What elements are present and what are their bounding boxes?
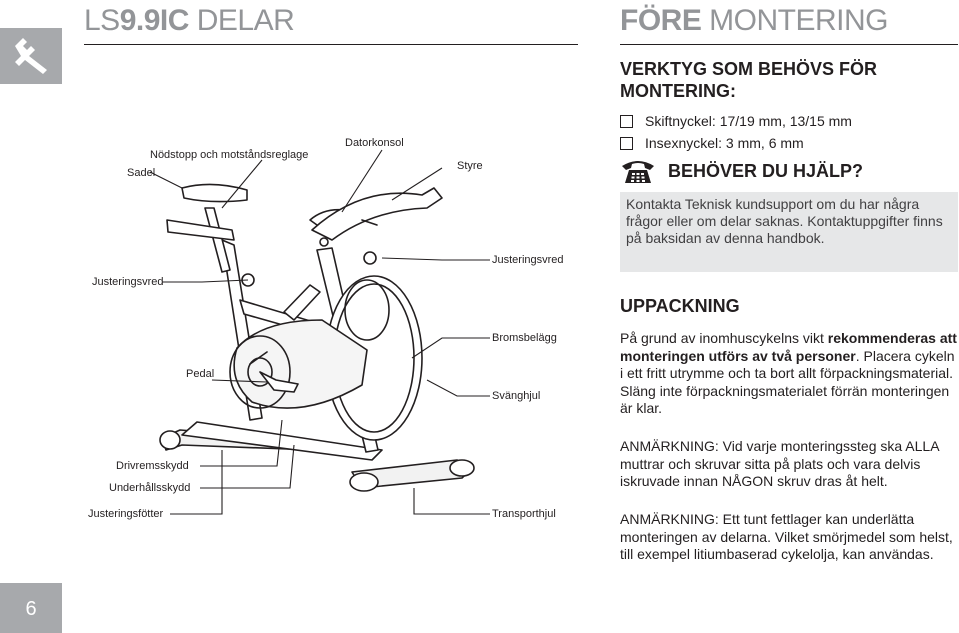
label-bromsbelagg: Bromsbelägg bbox=[492, 332, 557, 344]
unpacking-paragraph: På grund av inomhuscykelns vikt rekommen… bbox=[620, 330, 957, 416]
label-styre: Styre bbox=[457, 160, 483, 172]
heading-rule-right bbox=[620, 44, 958, 45]
label-justeringsfotter: Justeringsfötter bbox=[88, 508, 164, 520]
label-datorkonsol: Datorkonsol bbox=[345, 137, 404, 149]
help-title: BEHÖVER DU HJÄLP? bbox=[668, 160, 864, 181]
note-paragraph-1: ANMÄRKNING: Vid varje monteringssteg ska… bbox=[620, 438, 939, 489]
heading-rule-left bbox=[84, 44, 578, 45]
help-box bbox=[620, 192, 958, 272]
checkbox[interactable] bbox=[620, 114, 633, 128]
label-pedal: Pedal bbox=[186, 368, 215, 380]
note-paragraph-2: ANMÄRKNING: Ett tunt fettlager kan under… bbox=[620, 511, 953, 562]
label-svanghjul: Svänghjul bbox=[492, 390, 541, 402]
page-number-tab bbox=[0, 583, 62, 633]
help-heading: BEHÖVER DU HJÄLP? bbox=[620, 158, 863, 184]
before-assembly-heading: FÖRE MONTERING bbox=[620, 4, 889, 37]
list-item: Insexnyckel: 3 mm, 6 mm bbox=[620, 132, 852, 154]
checkbox[interactable] bbox=[620, 136, 633, 150]
telephone-icon bbox=[622, 161, 654, 183]
label-drivremsskydd: Drivremsskydd bbox=[116, 460, 189, 472]
parts-heading: LS9.9IC DELAR bbox=[84, 4, 295, 37]
help-text: Kontakta Teknisk kundsupport om du har n… bbox=[626, 196, 943, 246]
tools-tab bbox=[0, 28, 62, 84]
label-justeringsvred-left: Justeringsvred bbox=[92, 276, 164, 288]
list-item: Skiftnyckel: 17/19 mm, 13/15 mm bbox=[620, 110, 852, 132]
label-transporthjul: Transporthjul bbox=[492, 508, 556, 520]
tools-checklist: Skiftnyckel: 17/19 mm, 13/15 mm Insexnyc… bbox=[620, 110, 852, 154]
label-justeringsvred-right: Justeringsvred bbox=[492, 254, 564, 266]
label-sadel: Sadel bbox=[127, 167, 156, 179]
page-number: 6 bbox=[25, 598, 37, 620]
unpacking-title: UPPACKNING bbox=[620, 296, 740, 316]
wrench-icon bbox=[15, 38, 47, 74]
label-underhallsskydd: Underhållsskydd bbox=[109, 482, 191, 494]
label-nodstopp: Nödstopp och motståndsreglage bbox=[150, 149, 309, 161]
bike-diagram bbox=[149, 149, 490, 515]
tools-title: VERKTYG SOM BEHÖVS FÖR MONTERING: bbox=[620, 59, 878, 101]
